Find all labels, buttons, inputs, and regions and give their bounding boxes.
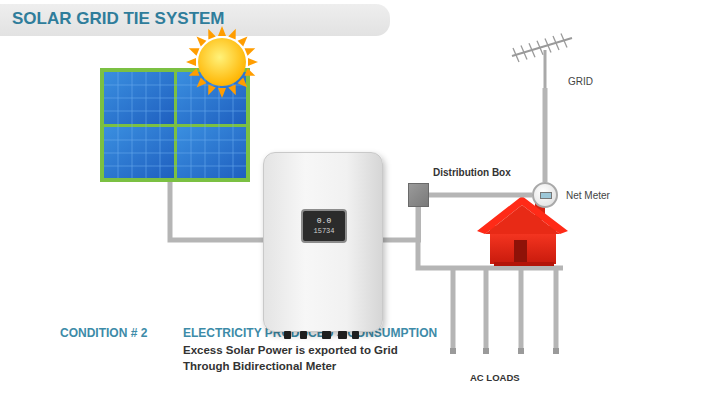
inverter-box: 0.0 15734: [263, 152, 383, 332]
inverter-connector: [352, 331, 359, 339]
connector-wire: [543, 88, 548, 182]
load-terminals: [450, 348, 559, 354]
title: SOLAR GRID TIE SYSTEM: [12, 9, 225, 29]
antenna-part: [561, 34, 567, 48]
antenna-part: [521, 46, 527, 60]
meter-label: Net Meter: [566, 190, 610, 201]
inverter-connector: [300, 331, 307, 339]
grid-label: GRID: [568, 76, 593, 87]
loads-label: AC LOADS: [470, 372, 520, 383]
display-counter: 15734: [313, 228, 334, 235]
box-label: Distribution Box: [433, 167, 511, 178]
antenna-part: [537, 41, 543, 55]
antenna-part: [545, 38, 551, 52]
connector-wire: [429, 193, 532, 198]
condition-note: Excess Solar Power is exported to Grid T…: [183, 343, 419, 374]
antenna-part: [529, 43, 535, 57]
meter-face: [540, 192, 552, 199]
net-meter: Net Meter: [532, 182, 558, 208]
sun: [186, 26, 258, 98]
inverter-connector: [322, 331, 331, 339]
grid-antenna: GRID: [510, 36, 580, 88]
house: [477, 196, 568, 266]
distribution-box: Distribution Box: [408, 183, 429, 207]
condition-number: CONDITION # 2: [60, 326, 147, 340]
inverter-display: 0.0 15734: [301, 209, 347, 243]
inverter-connector: [284, 331, 291, 339]
connector-wire: [383, 207, 419, 240]
antenna-part: [544, 50, 547, 88]
antenna-part: [553, 36, 559, 50]
display-value: 0.0: [317, 217, 331, 225]
antenna-part: [513, 48, 519, 62]
inverter-connector: [338, 331, 347, 339]
